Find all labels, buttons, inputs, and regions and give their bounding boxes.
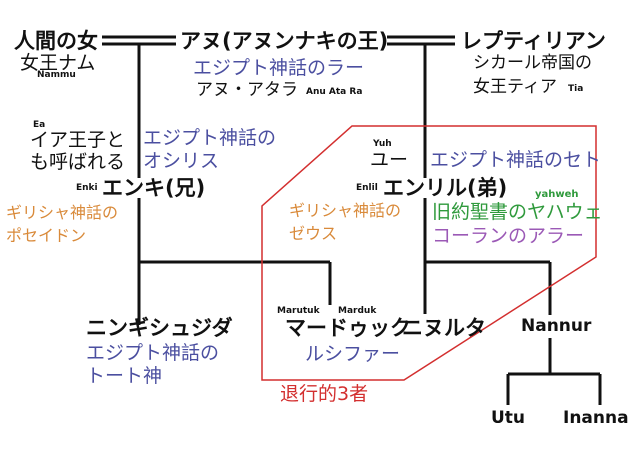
queen-tia-label: 女王ティア (473, 77, 557, 97)
marduk-small: Marduk (338, 306, 377, 316)
yuh-label: ユー (370, 149, 409, 171)
anu-label: アヌ(アヌンナキの王) (180, 29, 389, 53)
human-woman-label: 人間の女 (14, 29, 98, 53)
marduk-name: マードゥック (285, 316, 411, 340)
marutuk-small: Marutuk (277, 306, 320, 316)
ninurta-name: ニヌルタ (402, 316, 486, 340)
yahweh-small: yahweh (535, 189, 579, 200)
nammu-small: Nammu (37, 70, 76, 80)
yuh-small: Yuh (373, 139, 392, 149)
enki-greek-label-2: ポセイドン (6, 226, 87, 245)
ningishzida-egypt-label-2: トート神 (86, 365, 163, 387)
nannur-name: Nannur (521, 316, 592, 336)
tia-small: Tia (568, 84, 584, 94)
enki-egypt-label-1: エジプト神話の (143, 127, 277, 149)
ningishzida-egypt-label-1: エジプト神話の (86, 342, 220, 364)
prince-ea-label-1: イア王子と (30, 129, 126, 151)
enlil-quran-label: コーランのアラー (432, 225, 585, 247)
prince-ea-label-2: も呼ばれる (30, 151, 126, 173)
enlil-small: Enlil (356, 183, 378, 193)
queen-nammu-label: 女王ナム (20, 52, 96, 74)
enlil-egypt-label: エジプト神話のセト (430, 149, 602, 171)
enki-name: エンキ(兄) (102, 176, 206, 200)
utu-name: Utu (491, 408, 526, 428)
enki-greek-label-1: ギリシャ神話の (6, 203, 119, 222)
enlil-greek-label-1: ギリシャ神話の (289, 201, 402, 220)
reptilian-label: レプティリアン (461, 29, 606, 53)
regression-region-label: 退行的3者 (280, 383, 369, 405)
anu-egypt-label: エジプト神話のラー (193, 57, 365, 79)
regression-region-outline (261, 125, 597, 381)
ea-small: Ea (33, 120, 46, 130)
enlil-greek-label-2: ゼウス (289, 224, 338, 243)
ningishzida-name: ニンギシュジダ (86, 316, 233, 340)
enki-small: Enki (76, 183, 98, 193)
sikar-empire-label: シカール帝国の (473, 53, 592, 73)
anu-ata-ra-small: Anu Ata Ra (306, 87, 363, 97)
inanna-name: Inanna (563, 408, 629, 428)
enlil-bible-label: 旧約聖書のヤハウェ (432, 201, 603, 223)
lucifer-label: ルシファー (305, 343, 401, 365)
anu-ata-ra-label: アヌ・アタラ (196, 80, 298, 100)
enlil-name: エンリル(弟) (383, 176, 508, 200)
enki-egypt-label-2: オシリス (143, 150, 220, 172)
